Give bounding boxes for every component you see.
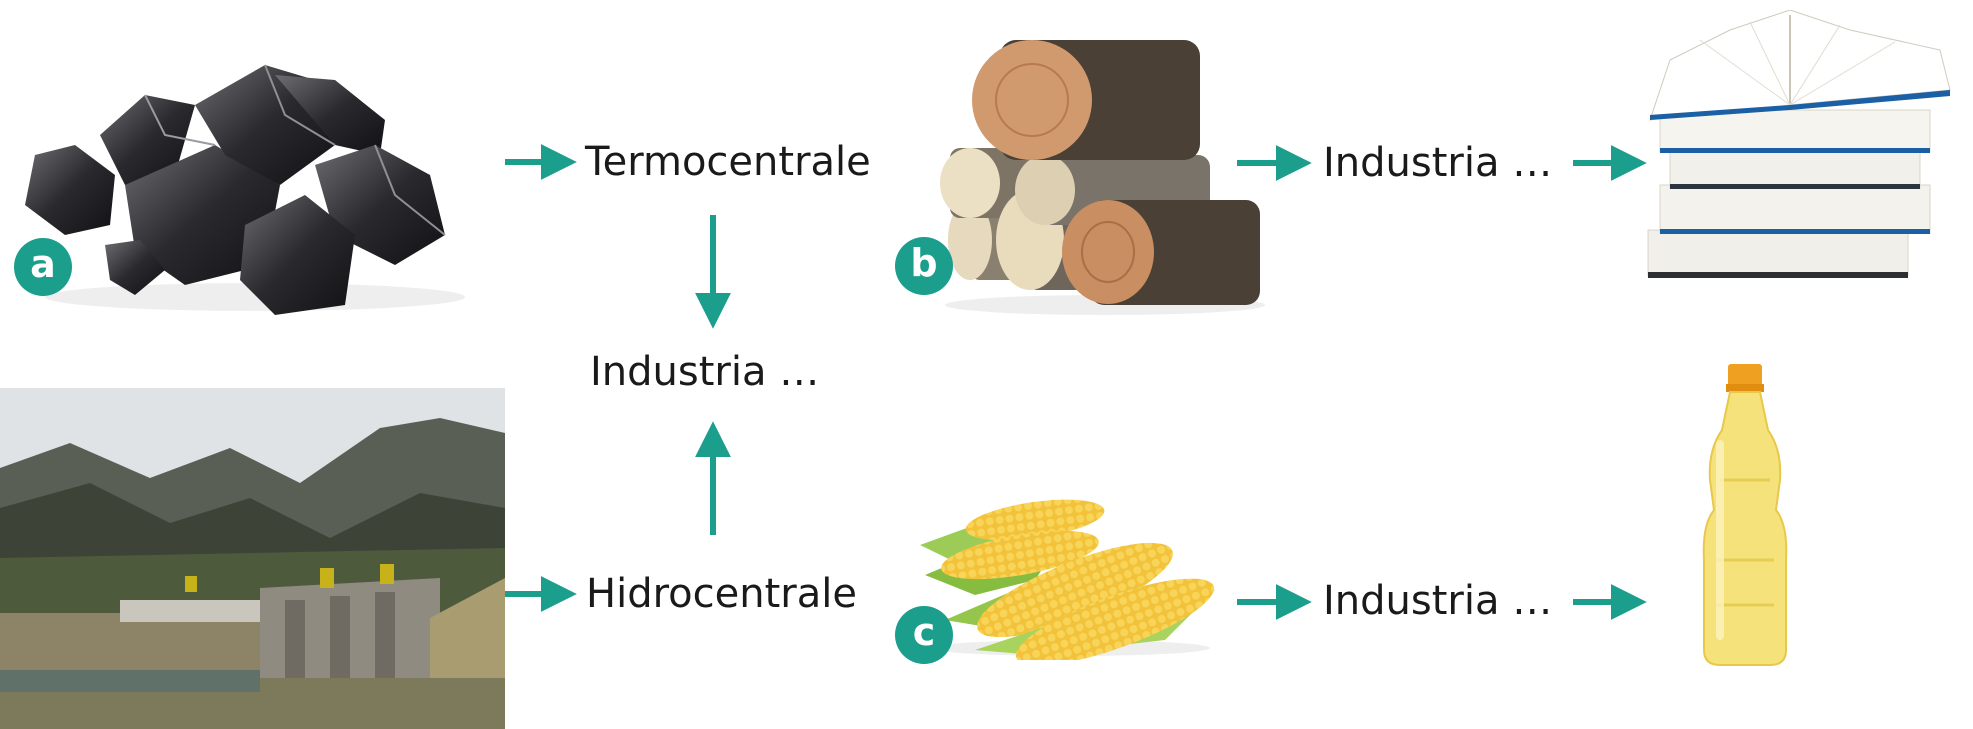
- label-hidrocentrale: Hidrocentrale: [586, 571, 857, 617]
- badge-c: c: [895, 606, 953, 664]
- label-termocentrale: Termocentrale: [585, 139, 871, 185]
- label-industria-wood: Industria …: [1323, 140, 1553, 186]
- label-industria-corn: Industria …: [1323, 578, 1553, 624]
- books-image: [1640, 10, 1960, 290]
- badge-b: b: [895, 237, 953, 295]
- dam-image: [0, 388, 505, 729]
- badge-a: a: [14, 238, 72, 296]
- coal-image: [15, 35, 475, 315]
- label-industria-center: Industria …: [590, 349, 820, 395]
- oil-bottle-image: [1690, 360, 1800, 670]
- wood-image: [930, 30, 1280, 320]
- corn-image: [915, 480, 1225, 660]
